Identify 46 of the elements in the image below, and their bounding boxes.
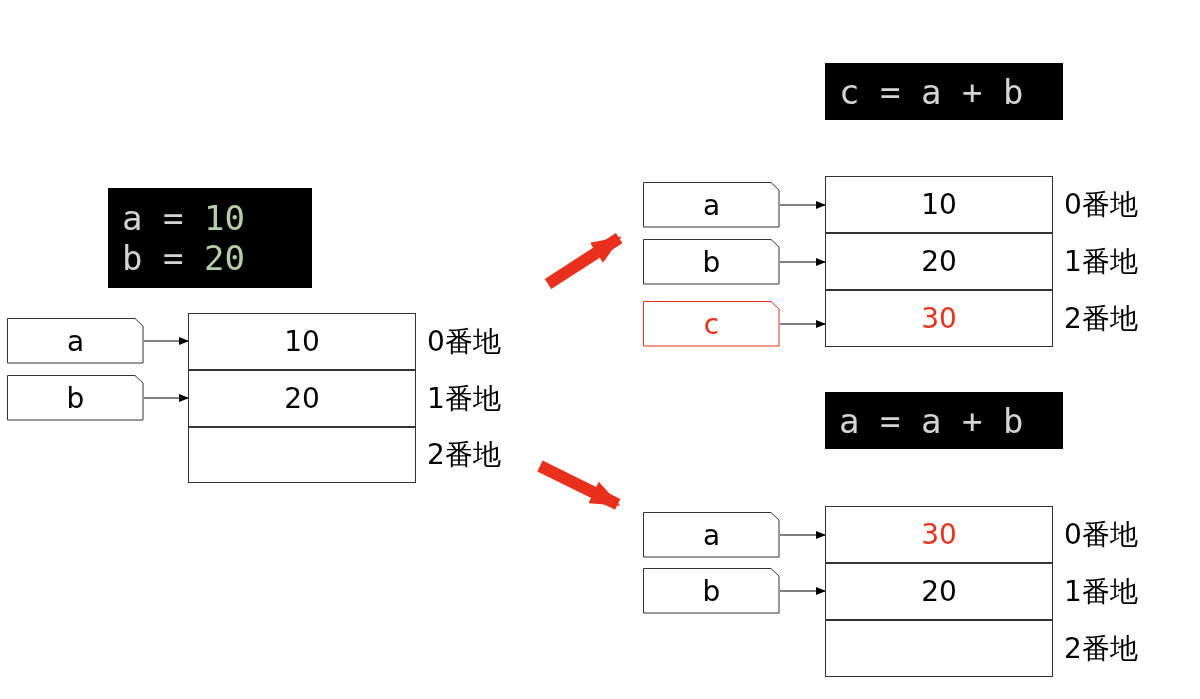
- code-panel: [825, 392, 1063, 449]
- variable-tag: [643, 512, 780, 558]
- variable-tag: [643, 182, 780, 228]
- arrow: [779, 201, 826, 209]
- cell-value: 10: [921, 188, 957, 221]
- variable-name: a: [702, 518, 721, 552]
- variable-name: b: [66, 381, 85, 415]
- arrow: [143, 337, 189, 345]
- variable-name: a: [702, 188, 721, 222]
- cell-value: 20: [284, 382, 320, 415]
- address-label: 2番地: [1064, 300, 1138, 337]
- arrow: [143, 394, 189, 402]
- address-label: 2番地: [1064, 630, 1138, 667]
- variable-name: b: [702, 245, 721, 279]
- cell-value: 30: [921, 518, 957, 551]
- arrow: [779, 587, 826, 595]
- address-label: 0番地: [1064, 186, 1138, 223]
- address-label: 0番地: [427, 323, 501, 360]
- variable-tag: [7, 375, 144, 421]
- address-label: 2番地: [427, 437, 501, 473]
- address-label: 1番地: [427, 380, 501, 417]
- block-arrow: [544, 233, 623, 290]
- variable-tag: [643, 568, 780, 614]
- cell-value: 20: [921, 575, 957, 608]
- code-line: a = 10: [122, 198, 245, 238]
- cell-value: 30: [921, 302, 957, 335]
- variable-tag: [643, 301, 780, 347]
- cell-value: 20: [921, 245, 957, 278]
- address-label: 0番地: [1064, 516, 1138, 553]
- code-line: a = a + b: [839, 400, 1024, 441]
- address-label: 1番地: [1064, 573, 1138, 610]
- variable-name: c: [703, 307, 720, 341]
- variable-tag: [7, 318, 144, 364]
- arrow: [779, 258, 826, 266]
- variable-name: b: [702, 574, 721, 608]
- address-label: 1番地: [1064, 243, 1138, 280]
- variable-name: a: [66, 324, 85, 358]
- code-line: b = 20: [122, 238, 245, 278]
- arrow: [779, 531, 826, 539]
- code-line: c = a + b: [839, 71, 1024, 112]
- code-panel: [825, 63, 1063, 120]
- code-panel: [108, 188, 312, 288]
- variable-tag: [643, 239, 780, 285]
- arrow: [779, 320, 826, 328]
- cell-value: 10: [284, 325, 320, 358]
- block-arrow: [537, 460, 621, 510]
